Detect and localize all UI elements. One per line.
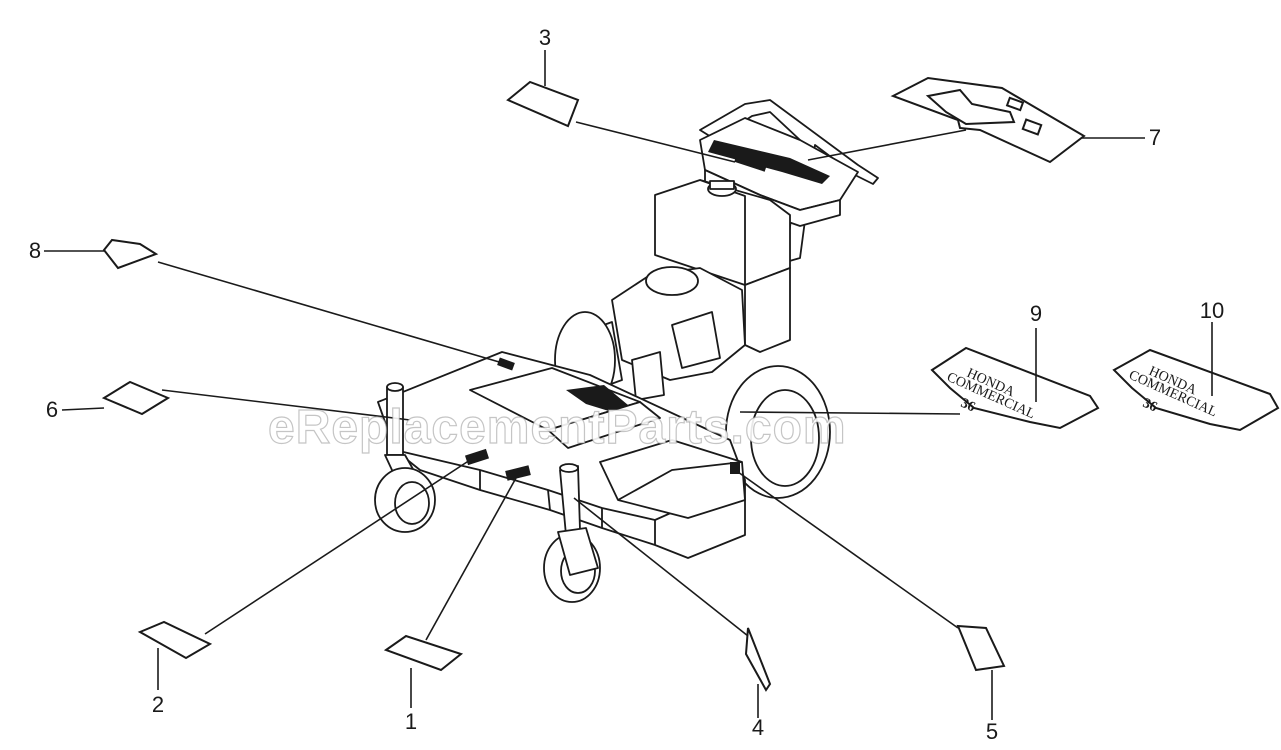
part-9-badge-text: 36	[958, 396, 977, 415]
callout-9: 9	[1029, 301, 1043, 326]
callout-8: 8	[28, 238, 42, 263]
part-10-decal: HONDA COMMERCIAL 36	[1112, 348, 1280, 432]
part-9-decal: HONDA COMMERCIAL 36	[930, 346, 1100, 430]
callout-5: 5	[985, 719, 999, 744]
callout-7: 7	[1148, 125, 1162, 150]
leader-line-8b	[157, 261, 507, 365]
part-3-decal	[506, 80, 580, 128]
callout-10: 10	[1199, 298, 1225, 323]
callout-1: 1	[404, 709, 418, 734]
part-1-decal	[383, 634, 464, 672]
leader-line-6b	[161, 389, 411, 421]
part-10-badge-text: 36	[1140, 396, 1159, 415]
callout-6: 6	[45, 397, 59, 422]
leader-line-4b	[573, 497, 749, 637]
leader-line-6	[61, 407, 105, 411]
part-4-decal	[744, 627, 772, 692]
callout-2: 2	[151, 692, 165, 717]
watermark-text: eReplacementParts.com	[267, 400, 847, 454]
part-7-decal	[890, 76, 1086, 164]
callout-4: 4	[751, 715, 765, 740]
leader-line-3b	[575, 121, 736, 163]
leader-lines	[44, 50, 1213, 720]
leader-line-2b	[204, 459, 471, 635]
mower-illustration	[374, 99, 879, 603]
leader-line-5b	[737, 471, 959, 629]
leader-line-7b	[807, 129, 967, 161]
part-2-decal	[137, 620, 213, 660]
part-6-decal	[101, 380, 171, 416]
part-5-decal	[956, 624, 1006, 672]
leader-line-1b	[425, 477, 517, 641]
leader-line-9b	[739, 411, 961, 415]
callout-3: 3	[538, 25, 552, 50]
part-8-decal	[102, 238, 159, 270]
